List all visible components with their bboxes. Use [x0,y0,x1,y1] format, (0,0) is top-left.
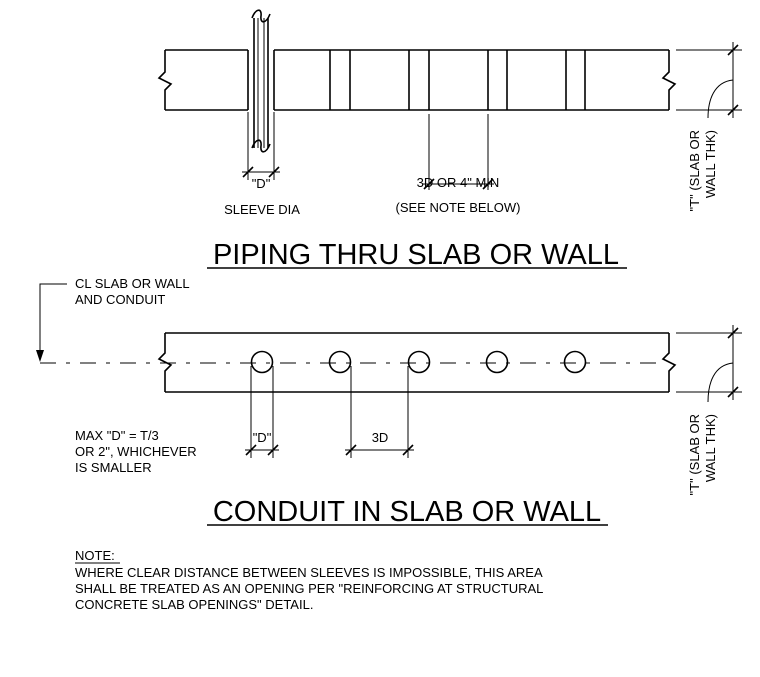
note-line2: SHALL BE TREATED AS AN OPENING PER "REIN… [75,581,543,596]
conduit-circle [328,350,352,374]
conduit-thickness-text-2: WALL THK) [703,414,718,482]
piping-spacing-note: (SEE NOTE BELOW) [396,200,521,215]
piping-thickness-text-2: WALL THK) [703,130,718,198]
sleeve [487,50,508,110]
piping-spacing-text: 3D OR 4" MIN [417,175,500,190]
piping-thickness-dimension: "T" (SLAB OR WALL THK) [676,42,742,211]
conduit-d-dimension: "D" [245,366,279,458]
cl-label-line1: CL SLAB OR WALL [75,276,190,291]
conduit-circle [407,350,431,374]
conduit-3d-label: 3D [372,430,389,445]
sleeve [565,50,586,110]
conduits [250,350,587,374]
piping-sleeve-dia-text: SLEEVE DIA [224,202,300,217]
piping-detail: "D" SLEEVE DIA 3D OR 4" MIN (SEE NOTE BE… [157,9,742,271]
note-heading: NOTE: [75,548,115,563]
sleeve [408,50,430,110]
conduit-thickness-text: "T" (SLAB OR [687,414,702,495]
piping-pipe [247,9,275,153]
conduit-circle [485,350,509,374]
conduit-title: CONDUIT IN SLAB OR WALL [213,496,601,528]
max-d-line2: OR 2", WHICHEVER [75,444,197,459]
cl-label-line2: AND CONDUIT [75,292,165,307]
general-note: NOTE: WHERE CLEAR DISTANCE BETWEEN SLEEV… [75,548,543,612]
conduit-detail: CL SLAB OR WALL AND CONDUIT "D" [36,276,742,528]
conduit-slab [157,332,677,393]
conduit-d-label: "D" [253,430,272,445]
piping-thickness-text: "T" (SLAB OR [687,130,702,211]
piping-title: PIPING THRU SLAB OR WALL [213,239,619,271]
note-line3: CONCRETE SLAB OPENINGS" DETAIL. [75,597,313,612]
max-d-line1: MAX "D" = T/3 [75,428,159,443]
conduit-circle [563,350,587,374]
piping-d-dimension: "D" SLEEVE DIA [224,112,300,217]
sleeve [329,50,351,110]
piping-slab [157,49,677,111]
note-line1: WHERE CLEAR DISTANCE BETWEEN SLEEVES IS … [75,565,543,580]
conduit-thickness-dimension: "T" (SLAB OR WALL THK) [676,325,742,495]
centerline-leader: CL SLAB OR WALL AND CONDUIT [36,276,190,362]
conduit-3d-dimension: 3D [345,366,414,458]
piping-sleeve-label: "D" [252,176,271,191]
conduit-circle [250,350,274,374]
max-d-line3: IS SMALLER [75,460,152,475]
piping-spacing-dimension: 3D OR 4" MIN (SEE NOTE BELOW) [396,114,521,215]
piping-sleeves [329,50,586,110]
max-d-note: MAX "D" = T/3 OR 2", WHICHEVER IS SMALLE… [75,428,197,475]
